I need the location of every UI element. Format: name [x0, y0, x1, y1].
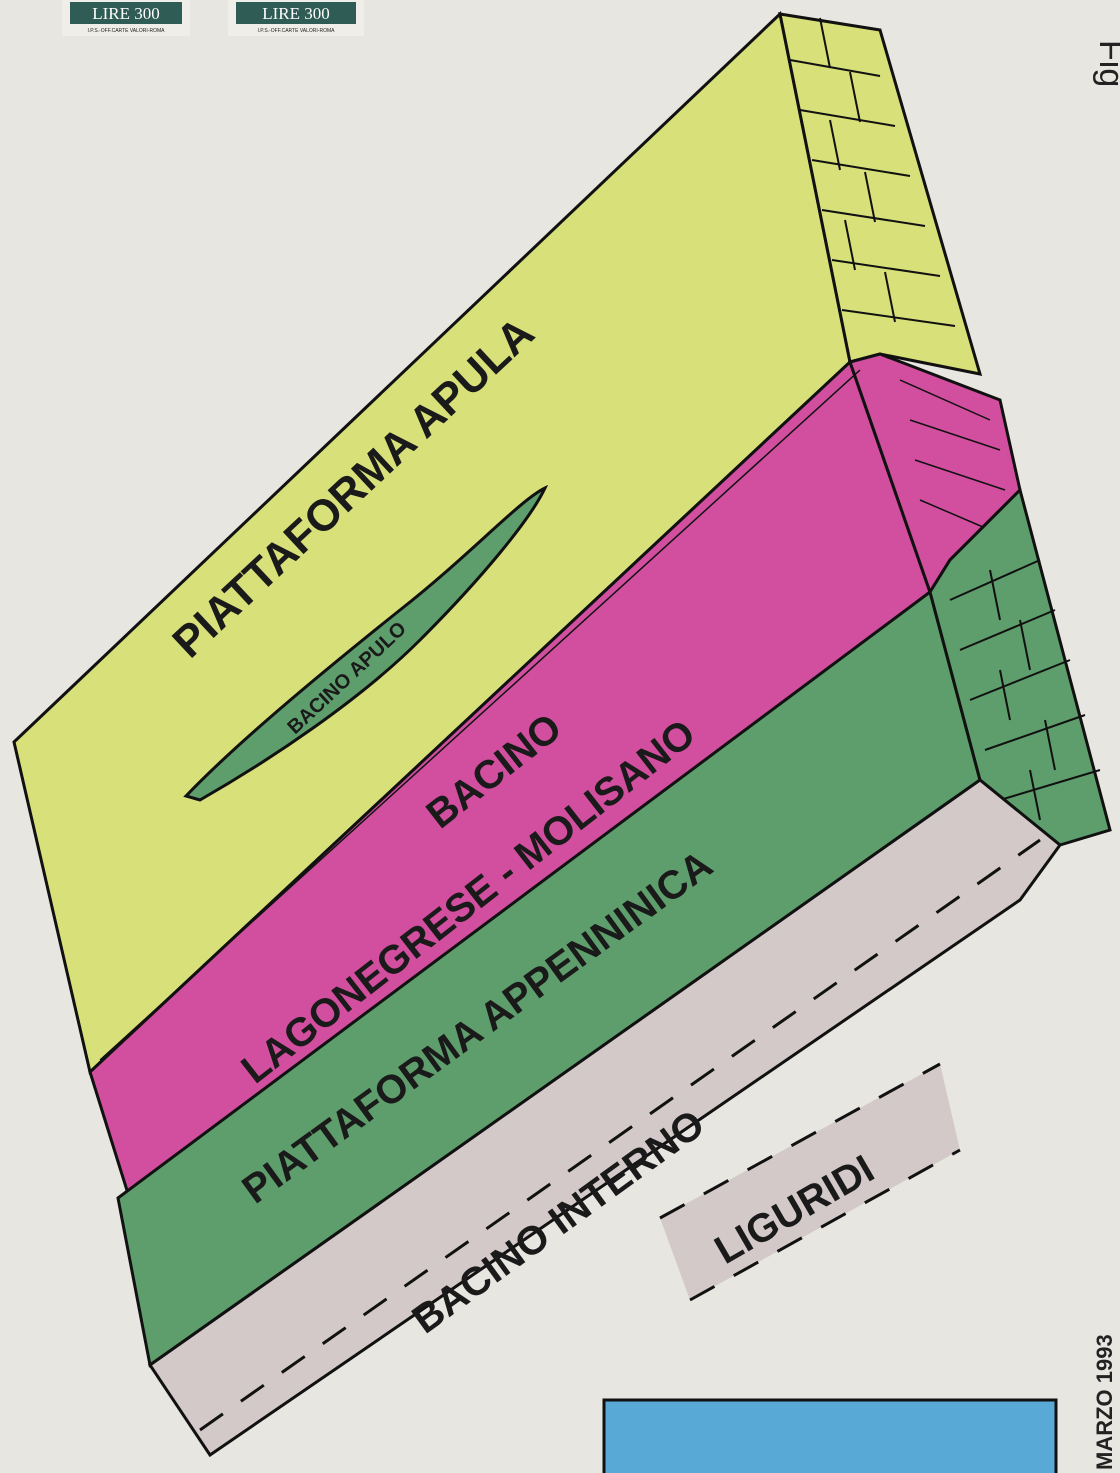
stamp-1-subtext: I.P.S.-OFF.CARTE VALORI-ROMA [88, 28, 166, 34]
stamp-1-label: LIRE 300 [92, 4, 160, 23]
date-label: MARZO 1993 [1092, 1334, 1117, 1470]
figure-label: Fig [1092, 40, 1120, 87]
stamp-2-label: LIRE 300 [262, 4, 330, 23]
postage-stamp-2: LIRE 300 I.P.S.-OFF.CARTE VALORI-ROMA [228, 0, 364, 36]
postage-stamp-1: LIRE 300 I.P.S.-OFF.CARTE VALORI-ROMA [62, 0, 190, 36]
stamp-2-subtext: I.P.S.-OFF.CARTE VALORI-ROMA [258, 28, 336, 34]
legend-blue-box [604, 1400, 1056, 1473]
